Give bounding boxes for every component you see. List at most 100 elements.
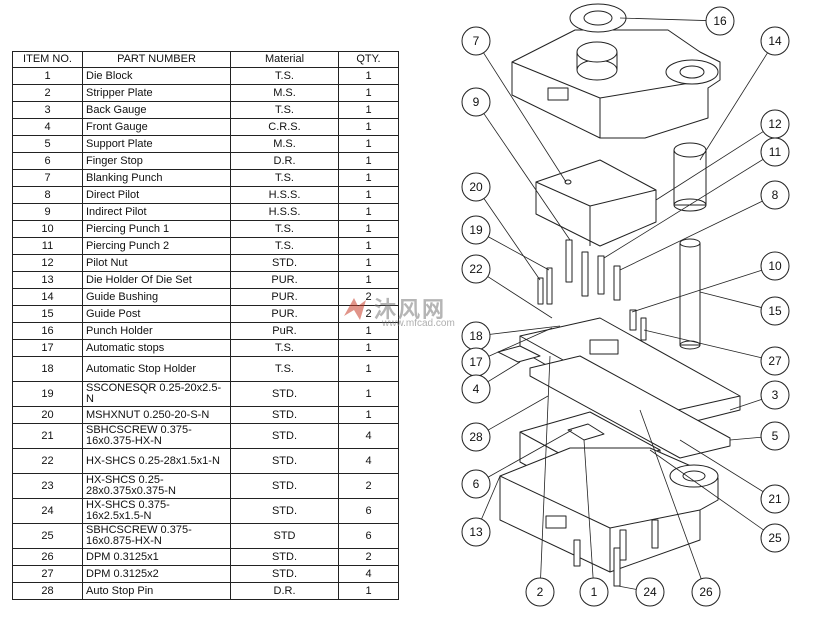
balloon-label: 7 xyxy=(473,34,480,48)
balloon-12: 12 xyxy=(760,109,790,139)
balloon-circle xyxy=(760,180,790,210)
die-holder-part xyxy=(499,447,719,573)
cell-qty: 4 xyxy=(338,423,399,449)
balloon-2: 2 xyxy=(525,577,555,607)
cell-part-number: Auto Stop Pin xyxy=(82,582,231,600)
balloon-27: 27 xyxy=(760,346,790,376)
balloon-leader-line xyxy=(619,17,707,21)
header-material: Material xyxy=(230,51,339,68)
cell-qty: 1 xyxy=(338,356,399,382)
cell-part-number: DPM 0.3125x2 xyxy=(82,565,231,583)
cell-item-no: 22 xyxy=(12,448,83,474)
cell-item-no: 26 xyxy=(12,548,83,566)
balloon-leader-line xyxy=(583,439,594,579)
cell-material: M.S. xyxy=(230,135,339,153)
balloon-circle xyxy=(760,484,790,514)
balloon-leader-line xyxy=(483,113,571,241)
balloon-21: 21 xyxy=(760,484,790,514)
balloon-leader-line xyxy=(487,361,521,383)
cell-part-number: Blanking Punch xyxy=(82,169,231,187)
balloon-4: 4 xyxy=(461,374,491,404)
balloon-label: 8 xyxy=(772,188,779,202)
cell-item-no: 23 xyxy=(12,473,83,499)
cell-material: STD. xyxy=(230,254,339,272)
balloon-label: 4 xyxy=(473,382,480,396)
balloon-17: 17 xyxy=(461,347,491,377)
cell-qty: 1 xyxy=(338,339,399,357)
balloon-label: 13 xyxy=(469,525,483,539)
balloon-22: 22 xyxy=(461,254,491,284)
balloon-label: 19 xyxy=(469,223,483,237)
balloon-circle xyxy=(461,469,491,499)
cell-material: T.S. xyxy=(230,220,339,238)
balloon-circle xyxy=(760,26,790,56)
balloon-leader-line xyxy=(729,436,762,441)
cell-qty: 1 xyxy=(338,135,399,153)
balloon-13: 13 xyxy=(461,517,491,547)
balloon-leader-line xyxy=(649,449,764,531)
cell-qty: 2 xyxy=(338,305,399,323)
cell-qty: 2 xyxy=(338,473,399,499)
cell-part-number: Stripper Plate xyxy=(82,84,231,102)
balloon-label: 18 xyxy=(469,329,483,343)
bottom-screws xyxy=(573,519,659,587)
cell-material: PUR. xyxy=(230,271,339,289)
cell-material: T.S. xyxy=(230,67,339,85)
cell-qty: 1 xyxy=(338,322,399,340)
balloon-label: 11 xyxy=(769,145,782,159)
balloon-20: 20 xyxy=(461,172,491,202)
punch-holder-part xyxy=(511,3,721,139)
cell-material: T.S. xyxy=(230,101,339,119)
cell-item-no: 24 xyxy=(12,498,83,524)
balloon-circle xyxy=(760,523,790,553)
cell-part-number: SSCONESQR 0.25-20x2.5-N xyxy=(82,381,231,407)
cell-material: H.S.S. xyxy=(230,186,339,204)
balloon-label: 25 xyxy=(768,531,782,545)
balloon-label: 3 xyxy=(772,388,779,402)
cell-qty: 4 xyxy=(338,448,399,474)
cell-qty: 1 xyxy=(338,254,399,272)
balloon-circle xyxy=(760,251,790,281)
header-item-no: ITEM NO. xyxy=(12,51,83,68)
balloon-18: 18 xyxy=(461,321,491,351)
cell-part-number: Punch Holder xyxy=(82,322,231,340)
balloon-leader-line xyxy=(488,429,573,478)
punches-and-pins xyxy=(537,239,647,341)
cell-item-no: 25 xyxy=(12,523,83,549)
cell-material: T.S. xyxy=(230,339,339,357)
cell-part-number: DPM 0.3125x1 xyxy=(82,548,231,566)
cell-qty: 1 xyxy=(338,381,399,407)
cell-item-no: 20 xyxy=(12,406,83,424)
cell-material: PuR. xyxy=(230,322,339,340)
balloon-label: 5 xyxy=(772,429,779,443)
balloon-circle xyxy=(691,577,721,607)
cell-part-number: Front Gauge xyxy=(82,118,231,136)
balloon-leader-line xyxy=(603,159,764,259)
balloon-16: 16 xyxy=(705,6,735,36)
cell-part-number: Guide Post xyxy=(82,305,231,323)
balloon-circle xyxy=(461,517,491,547)
cell-item-no: 6 xyxy=(12,152,83,170)
cell-material: STD. xyxy=(230,473,339,499)
cell-qty: 1 xyxy=(338,118,399,136)
balloon-9: 9 xyxy=(461,87,491,117)
cell-part-number: HX-SHCS 0.25-28x1.5x1-N xyxy=(82,448,231,474)
cell-qty: 2 xyxy=(338,548,399,566)
balloon-label: 27 xyxy=(768,354,782,368)
balloon-label: 20 xyxy=(469,180,483,194)
balloon-leader-line xyxy=(619,200,763,271)
gauge-rails xyxy=(497,345,731,459)
cell-item-no: 1 xyxy=(12,67,83,85)
balloon-circle xyxy=(760,346,790,376)
balloon-circle xyxy=(461,374,491,404)
cell-part-number: Automatic stops xyxy=(82,339,231,357)
cell-material: STD xyxy=(230,523,339,549)
